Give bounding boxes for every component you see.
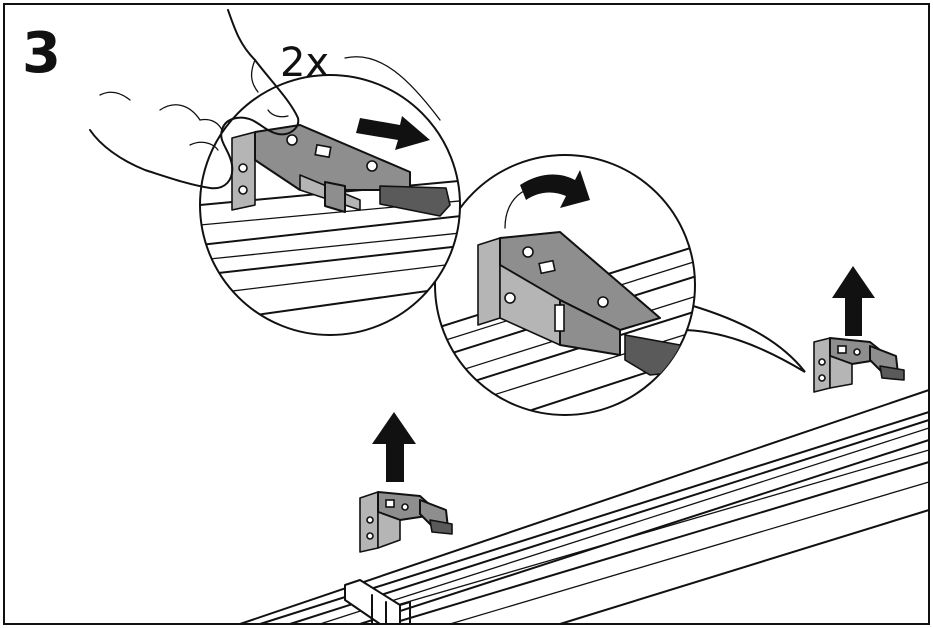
bracket-icon [359, 491, 453, 553]
detail-callout-rotate [434, 154, 806, 416]
detail-callout-push [199, 74, 461, 336]
hand-icon [89, 9, 300, 190]
step-number: 3 [22, 21, 61, 86]
lift-arrow-icon [832, 266, 875, 336]
lift-arrow-icon [372, 412, 416, 482]
rotate-arrow-icon [504, 170, 590, 229]
bracket-icon [813, 337, 905, 393]
push-arrow-icon [356, 116, 430, 150]
curtain-rail-icon [239, 389, 930, 625]
page-border [3, 3, 930, 625]
